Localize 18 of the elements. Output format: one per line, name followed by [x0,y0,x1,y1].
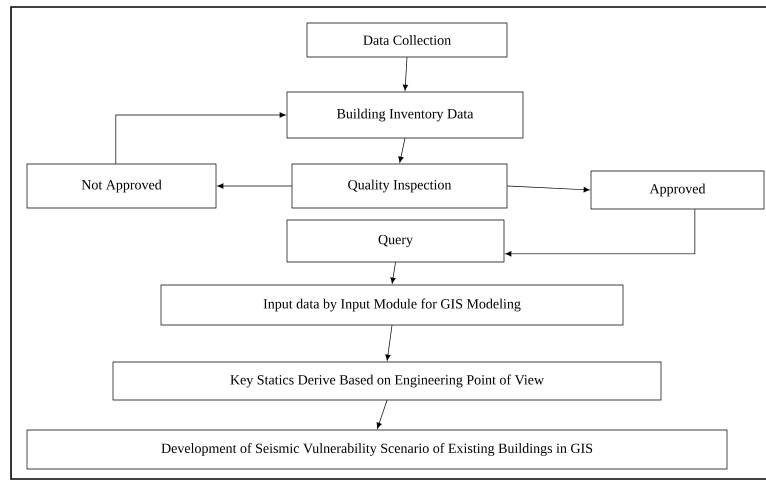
arrow [115,112,286,164]
process-box: Input data by Input Module for GIS Modeling [160,284,624,326]
arrow [390,262,396,284]
arrow [398,138,406,163]
process-box: Quality Inspection [292,164,508,208]
arrow [505,209,696,256]
arrow [507,186,590,192]
arrow [402,57,408,91]
process-box: Approved [590,170,764,210]
arrow [376,400,388,429]
process-box: Data Collection [306,22,508,58]
process-box: Development of Seismic Vulnerability Scenario of Existing Buildings in GIS [26,430,728,470]
arrow [217,183,292,189]
arrow [385,325,392,361]
process-box: Query [286,220,504,262]
process-box: Not Approved [26,164,216,208]
process-box: Key Statics Derive Based on Engineering Point of View [112,362,662,400]
process-box: Building Inventory Data [286,92,524,138]
